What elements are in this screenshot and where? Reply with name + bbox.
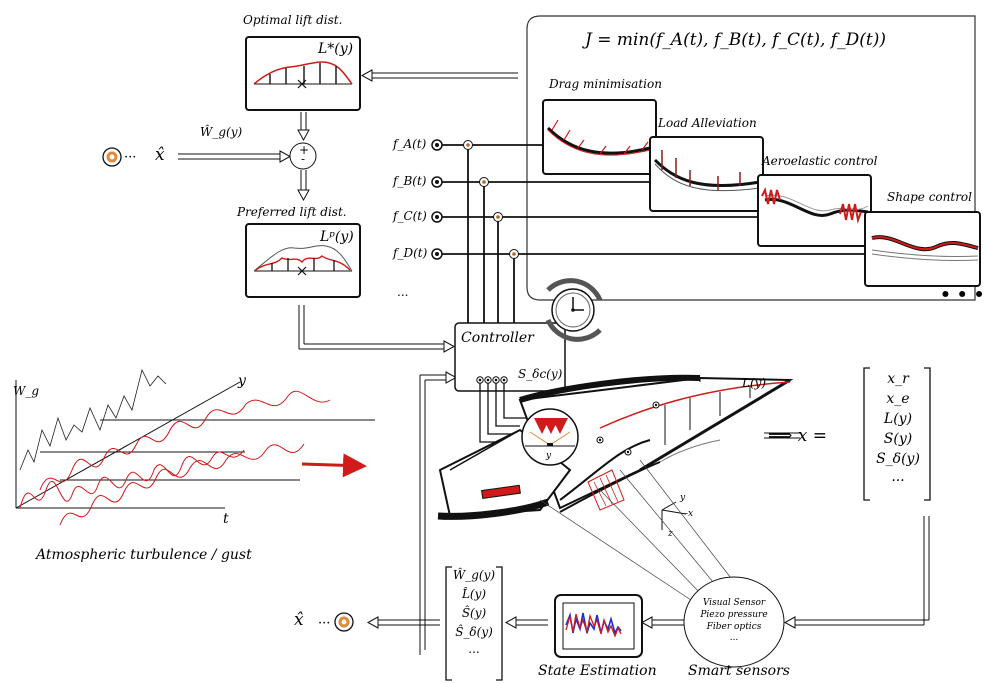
- optimal-lift-plot: [253, 61, 353, 89]
- smart-sensors-caption: Smart sensors: [688, 663, 790, 679]
- turbulence-plot: [15, 368, 375, 526]
- sensor-item: ...: [729, 633, 739, 643]
- turbulence-w-axis: W_g: [13, 384, 40, 398]
- load-alleviation-label: Load Alleviation: [658, 116, 757, 130]
- shape-control-label: Shape control: [887, 190, 972, 204]
- sensor-item: Piezo pressure: [700, 610, 768, 620]
- turbulence-y-axis: y: [238, 373, 246, 389]
- xhat-source-label: x̂: [155, 145, 165, 165]
- optimal-lift-symbol: L*(y): [318, 41, 354, 57]
- estimate-vector-entry: Ŝ(y): [461, 606, 487, 620]
- estimate-vector-entry: Ŝ_δ(y): [455, 625, 493, 639]
- state-vector-entries: x_r x_e L(y) S(y) S_δ(y) ...: [868, 368, 928, 484]
- estimate-vector-entry: ...: [468, 642, 480, 656]
- input-nodes: [431, 139, 519, 260]
- objectives-panel: [526, 15, 976, 301]
- preferred-lift-title: Preferred lift dist.: [237, 205, 347, 219]
- input-more: ...: [397, 285, 409, 299]
- optimal-lift-box: [245, 36, 361, 111]
- smart-sensors-ellipse: [683, 576, 785, 668]
- svg-text:···: ···: [124, 150, 136, 165]
- input-f-a: f_A(t): [393, 137, 427, 151]
- preferred-lift-symbol: Lᵖ(y): [320, 229, 354, 245]
- more-objectives-ellipsis: • • •: [940, 285, 985, 305]
- wing-axis-x: -x: [685, 509, 694, 519]
- aileron-inset: [521, 408, 579, 466]
- xhat-output-label: x̂: [294, 610, 304, 630]
- xhat-output-target-icon: [334, 612, 354, 632]
- drag-minimisation-label: Drag minimisation: [549, 77, 662, 91]
- state-estimation-caption: State Estimation: [538, 663, 657, 679]
- estimate-vector-brackets: [445, 566, 503, 681]
- state-vector-entry: L(y): [883, 411, 913, 427]
- hollow-arrows: [178, 69, 930, 655]
- wing-drawing: [437, 374, 794, 607]
- turbulence-caption: Atmospheric turbulence / gust: [36, 547, 252, 563]
- state-vector-entry: S_δ(y): [876, 451, 920, 467]
- clock-icon: [545, 278, 603, 342]
- input-f-c: f_C(t): [393, 209, 427, 223]
- optimal-lift-title: Optimal lift dist.: [243, 13, 343, 27]
- summing-junction: [289, 142, 317, 170]
- controller-label: Controller: [461, 330, 534, 346]
- state-vector-brackets: [863, 367, 931, 501]
- controller-box: [454, 322, 566, 392]
- svg-text:···: ···: [318, 616, 330, 631]
- sum-minus-sign: -: [301, 152, 306, 166]
- input-f-b: f_B(t): [393, 174, 427, 188]
- state-vector-entry: S(y): [883, 431, 913, 447]
- gust-estimate-label: Ŵ_g(y): [200, 125, 243, 139]
- state-vector-entry: x_r: [887, 371, 909, 387]
- drag-box: [542, 99, 657, 175]
- state-vector-entry: x_e: [886, 391, 910, 407]
- turbulence-t-axis: t: [223, 511, 229, 527]
- wing-axis-z: z: [668, 529, 673, 539]
- xhat-source-target-icon: [102, 147, 122, 167]
- estimate-vector-entry: Ŵ_g(y): [452, 568, 496, 582]
- shape-box: [864, 211, 981, 287]
- state-vector-entry: ...: [891, 469, 905, 485]
- wing-axis-y: y: [680, 493, 686, 503]
- cost-function: J = min(f_A(t), f_B(t), f_C(t), f_D(t)): [585, 30, 887, 50]
- estimate-vector-entries: Ŵ_g(y) L̂(y) Ŝ(y) Ŝ_δ(y) ...: [448, 569, 500, 655]
- preferred-lift-plot: [253, 245, 353, 276]
- sensor-item: Visual Sensor: [702, 598, 766, 608]
- load-box: [649, 136, 764, 212]
- aeroelastic-control-label: Aeroelastic control: [762, 154, 878, 168]
- controller-output-label: S_δc(y): [518, 367, 563, 381]
- state-vector-prefix: ⟹ x =: [768, 426, 828, 446]
- wing-lift-label: L(y): [742, 376, 767, 390]
- input-f-d: f_D(t): [393, 246, 428, 260]
- sensor-list: Visual Sensor Piezo pressure Fiber optic…: [688, 599, 780, 643]
- inset-axis-y: y: [546, 451, 552, 461]
- sum-plus-sign: +: [299, 143, 310, 157]
- state-estimation-monitor: [554, 594, 643, 658]
- sensor-item: Fiber optics: [706, 622, 762, 632]
- estimate-vector-entry: L̂(y): [461, 587, 487, 601]
- aeroelastic-box: [757, 174, 872, 247]
